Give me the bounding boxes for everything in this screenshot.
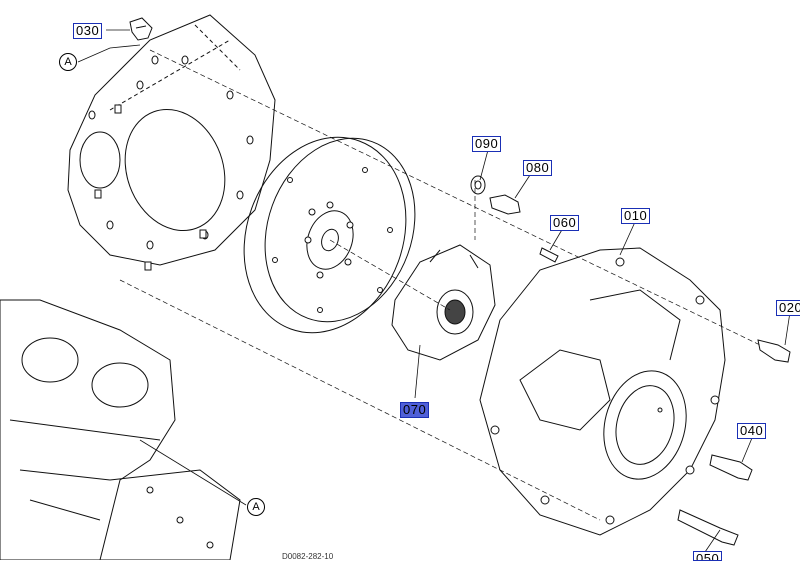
callout-020[interactable]: 020 bbox=[776, 300, 800, 316]
coupling-070 bbox=[391, 244, 496, 361]
callout-080[interactable]: 080 bbox=[523, 160, 553, 176]
callout-040[interactable]: 040 bbox=[737, 423, 767, 439]
drawing-number: D0082-282-10 bbox=[282, 552, 334, 561]
assembly-lines bbox=[119, 49, 761, 521]
leader-lines bbox=[77, 29, 791, 553]
reference-a-top: A bbox=[59, 53, 77, 71]
bolt-040 bbox=[709, 454, 753, 481]
flywheel bbox=[243, 136, 416, 334]
engine-block bbox=[0, 299, 241, 560]
washer-090 bbox=[470, 175, 486, 195]
callout-010[interactable]: 010 bbox=[621, 208, 651, 224]
callout-030[interactable]: 030 bbox=[73, 23, 103, 39]
pin-060 bbox=[539, 247, 559, 263]
adapter-plate bbox=[67, 14, 276, 271]
bolt-030 bbox=[129, 17, 153, 41]
callout-060[interactable]: 060 bbox=[550, 215, 580, 231]
flywheel-housing-010 bbox=[479, 247, 726, 536]
bolt-080 bbox=[489, 194, 521, 215]
callout-070[interactable]: 070 bbox=[400, 402, 430, 418]
bolt-050 bbox=[677, 509, 739, 546]
bolt-020 bbox=[757, 339, 791, 363]
reference-a-bottom: A bbox=[247, 498, 265, 516]
callout-090[interactable]: 090 bbox=[472, 136, 502, 152]
